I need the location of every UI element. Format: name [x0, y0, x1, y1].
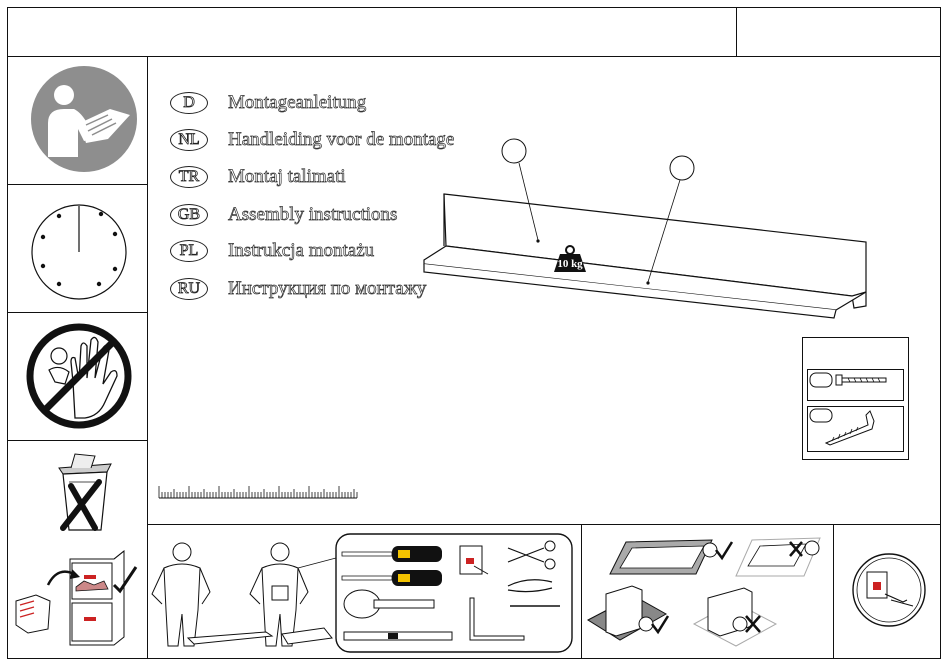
language-code-badge: RU: [170, 278, 208, 300]
bottom-divider-b: [833, 524, 834, 659]
tools-illustration: [148, 528, 580, 656]
left-divider-2: [7, 312, 148, 313]
header-title-cell: [8, 8, 736, 56]
language-title: Instrukcja montażu: [228, 240, 374, 262]
keep-manual-icon: [14, 545, 140, 651]
floor-protection-illustration: [584, 528, 830, 656]
read-manual-icon: [30, 65, 138, 173]
language-code-badge: TR: [170, 166, 208, 188]
no-trash-icon: [55, 452, 115, 534]
language-row-ru: RU Инструкция по монтажу: [170, 276, 426, 302]
language-code-badge: GB: [170, 204, 208, 226]
language-row-tr: TR Montaj talimati: [170, 164, 346, 190]
shelf-product-drawing: [420, 130, 880, 330]
left-divider-1: [7, 184, 148, 185]
language-title: Montaj talimati: [228, 166, 346, 188]
language-title: Montageanleitung: [228, 92, 366, 114]
language-code-badge: D: [170, 92, 208, 114]
wall-plug-icon: [851, 552, 927, 628]
language-row-de: D Montageanleitung: [170, 90, 366, 116]
left-divider-3: [7, 440, 148, 441]
bottom-strip-divider: [147, 524, 941, 525]
screw-icon: [808, 371, 904, 451]
ruler-scale: [158, 484, 360, 502]
language-title: Assembly instructions: [228, 204, 397, 226]
weight-label: 10 kg: [555, 258, 585, 270]
header-code-cell: [737, 8, 940, 56]
language-row-pl: PL Instrukcja montażu: [170, 238, 374, 264]
clock-icon: [31, 204, 127, 300]
language-title: Инструкция по монтажу: [228, 278, 426, 300]
language-code-badge: PL: [170, 240, 208, 262]
language-code-badge: NL: [170, 129, 208, 151]
language-row-nl: NL Handleiding voor de montage: [170, 127, 454, 153]
bottom-divider-a: [581, 524, 582, 659]
language-row-gb: GB Assembly instructions: [170, 202, 397, 228]
no-children-icon: [25, 322, 133, 430]
